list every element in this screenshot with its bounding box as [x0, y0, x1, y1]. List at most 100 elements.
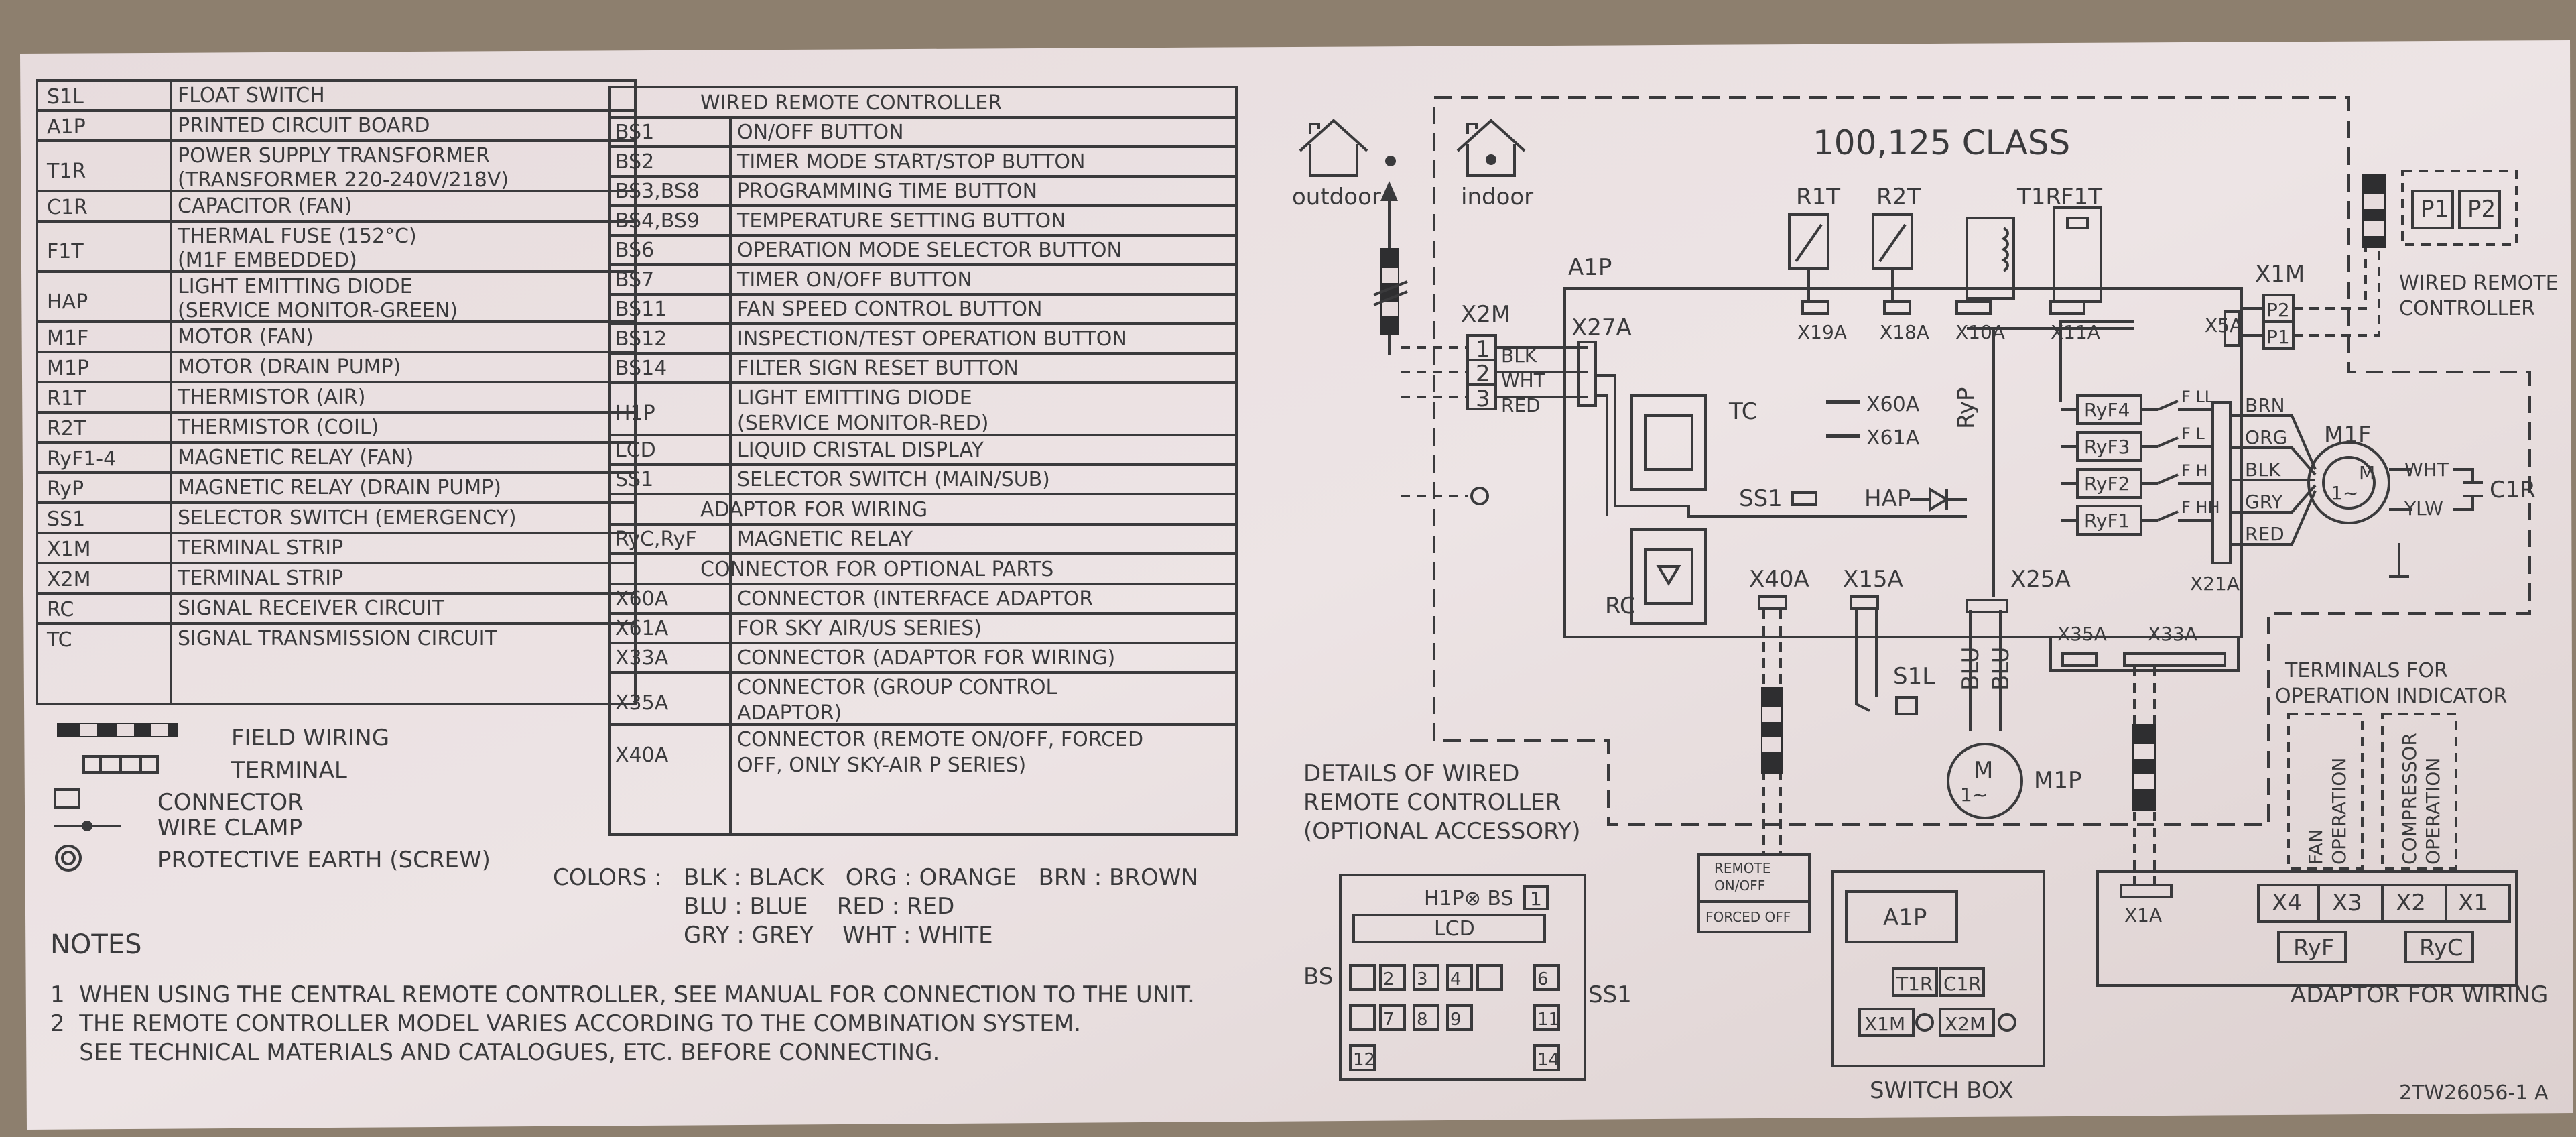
legend-right-code: LCD — [615, 438, 656, 462]
legend-right-code: BS3,BS8 — [615, 180, 700, 203]
legend-left-desc: SIGNAL TRANSMISSION CIRCUIT — [178, 627, 497, 650]
legend-right-desc: MAGNETIC RELAY — [737, 528, 913, 551]
remote-button — [1349, 1004, 1376, 1031]
legend-right-code: RyC,RyF — [615, 528, 697, 551]
legend-right-desc: (SERVICE MONITOR-RED) — [737, 412, 989, 435]
motor-wire-label: GRY — [2245, 491, 2283, 513]
wire-wht: WHT — [1501, 369, 1546, 392]
switch-box — [1831, 870, 2045, 1067]
legend-left-code: S1L — [47, 85, 84, 109]
r1t-label: R1T — [1796, 184, 1840, 211]
legend-left-code: A1P — [47, 115, 86, 139]
x5a-connector — [2224, 310, 2241, 347]
legend-left-code: X2M — [47, 568, 91, 591]
switch-box-t1r — [1892, 967, 1938, 997]
legend-right-code: SS1 — [615, 468, 653, 491]
f1t-label: F1T — [2061, 184, 2102, 211]
relay-label: RyF3 — [2084, 436, 2130, 458]
switch-box-x1m — [1858, 1008, 1915, 1037]
arrow-up-icon — [1380, 181, 1398, 201]
switch-box-a1p — [1845, 890, 1958, 943]
legend-table-right — [608, 86, 1238, 836]
remote-button-label: 14 — [1537, 1050, 1559, 1070]
remote-bs1-button — [1523, 885, 1549, 910]
legend-left-desc: SELECTOR SWITCH (EMERGENCY) — [178, 506, 517, 530]
m1p-motor — [1947, 743, 2023, 819]
ss1-switch — [1791, 491, 1817, 506]
legend-right-code: X33A — [615, 646, 669, 670]
legend-right-code: X61A — [615, 617, 669, 640]
legend-right-desc: FOR SKY AIR/US SERIES) — [737, 617, 982, 640]
terminals-title-1: TERMINALS FOR — [2284, 659, 2448, 682]
symbol-legend: FIELD WIRING TERMINAL CONNECTOR WIRE CLA… — [54, 723, 491, 874]
x1m-p2: P2 — [2266, 299, 2290, 321]
legend-left-code: RC — [47, 598, 74, 621]
legend-left-desc: MAGNETIC RELAY (FAN) — [178, 446, 413, 469]
motor-m: M — [2359, 462, 2375, 484]
legend-left-code: X1M — [47, 538, 91, 561]
paper-label — [20, 40, 2573, 1130]
relay-tap-label: F H — [2181, 461, 2207, 480]
legend-left-code: M1P — [47, 357, 89, 380]
fan-operation-box — [2287, 713, 2364, 870]
legend-right-desc: CONNECTOR (ADAPTOR FOR WIRING) — [737, 646, 1115, 670]
class-title: 100,125 CLASS — [1813, 123, 2070, 162]
remote-button — [1446, 1004, 1473, 1031]
legend-right-desc: TIMER MODE START/STOP BUTTON — [736, 150, 1085, 174]
x40a-label: X40A — [1749, 566, 1809, 593]
x10a-connector — [1955, 300, 1992, 315]
relay-tap-label: F L — [2181, 424, 2205, 443]
field-wiring-remote — [2362, 174, 2386, 248]
x10a-label: X10A — [1955, 321, 2005, 343]
legend-left-desc: PRINTED CIRCUIT BOARD — [178, 114, 430, 137]
m1f-motor — [2307, 441, 2390, 524]
field-wiring-x33a — [2132, 724, 2156, 811]
x25a-label: X25A — [2010, 566, 2071, 593]
outdoor-label: outdoor — [1292, 184, 1381, 211]
x2m-term-1: 1 — [1476, 336, 1490, 363]
note-1: 1 WHEN USING THE CENTRAL REMOTE CONTROLL… — [50, 981, 1195, 1008]
a1p-label: A1P — [1568, 254, 1612, 281]
comp-op-2: OPERATION — [2422, 758, 2444, 865]
adaptor-terminals — [2257, 884, 2511, 923]
hap-label: HAP — [1864, 485, 1911, 512]
s1l-switch — [1895, 696, 1918, 715]
x15a-label: X15A — [1843, 566, 1903, 593]
wired-remote-label-1: WIRED REMOTE — [2399, 272, 2559, 295]
wired-remote-p2-label: P2 — [2467, 196, 2496, 223]
legend-left-desc: TERMINAL STRIP — [177, 536, 343, 560]
legend-right-desc: OFF, ONLY SKY-AIR P SERIES) — [737, 754, 1026, 777]
motor-wire-label: BLK — [2245, 459, 2281, 481]
colors-legend: COLORS : BLK : BLACK ORG : ORANGE BRN : … — [553, 864, 1198, 949]
remote-button — [1533, 964, 1560, 991]
blu-label-1: BLU — [1957, 647, 1984, 691]
legend-right-header: ADAPTOR FOR WIRING — [700, 498, 927, 522]
cap-ylw: YLW — [2404, 497, 2443, 520]
m1p-label: M1P — [2034, 767, 2081, 794]
remote-button — [1446, 964, 1473, 991]
legend-right-code: H1P — [615, 402, 655, 425]
cap-wht: WHT — [2404, 459, 2449, 481]
x2m-term-2: 2 — [1476, 361, 1490, 387]
legend-right-code: BS7 — [615, 268, 654, 292]
switch-box-x2m — [1939, 1008, 1995, 1037]
remote-button — [1379, 964, 1406, 991]
legend-left-desc: MOTOR (DRAIN PUMP) — [178, 355, 401, 379]
legend-right-desc: PROGRAMMING TIME BUTTON — [737, 180, 1037, 203]
forced-off-label: FORCED OFF — [1705, 909, 1791, 925]
t1r-label: T1R — [2016, 184, 2061, 211]
blu-label-2: BLU — [1988, 647, 2014, 691]
adaptor-ryf — [2277, 931, 2347, 963]
legend-table-left — [36, 79, 637, 705]
remote-button — [1349, 964, 1376, 991]
x35a-label: X35A — [2057, 623, 2107, 645]
x35a-connector — [2061, 652, 2098, 667]
legend-left-code: M1F — [47, 326, 88, 350]
relay-label: RyF1 — [2084, 510, 2130, 532]
details-title-2: REMOTE CONTROLLER — [1303, 789, 1561, 816]
details-title-3: (OPTIONAL ACCESSORY) — [1303, 818, 1581, 845]
x60a-label: X60A — [1866, 393, 1920, 416]
notes-title: NOTES — [50, 929, 142, 960]
